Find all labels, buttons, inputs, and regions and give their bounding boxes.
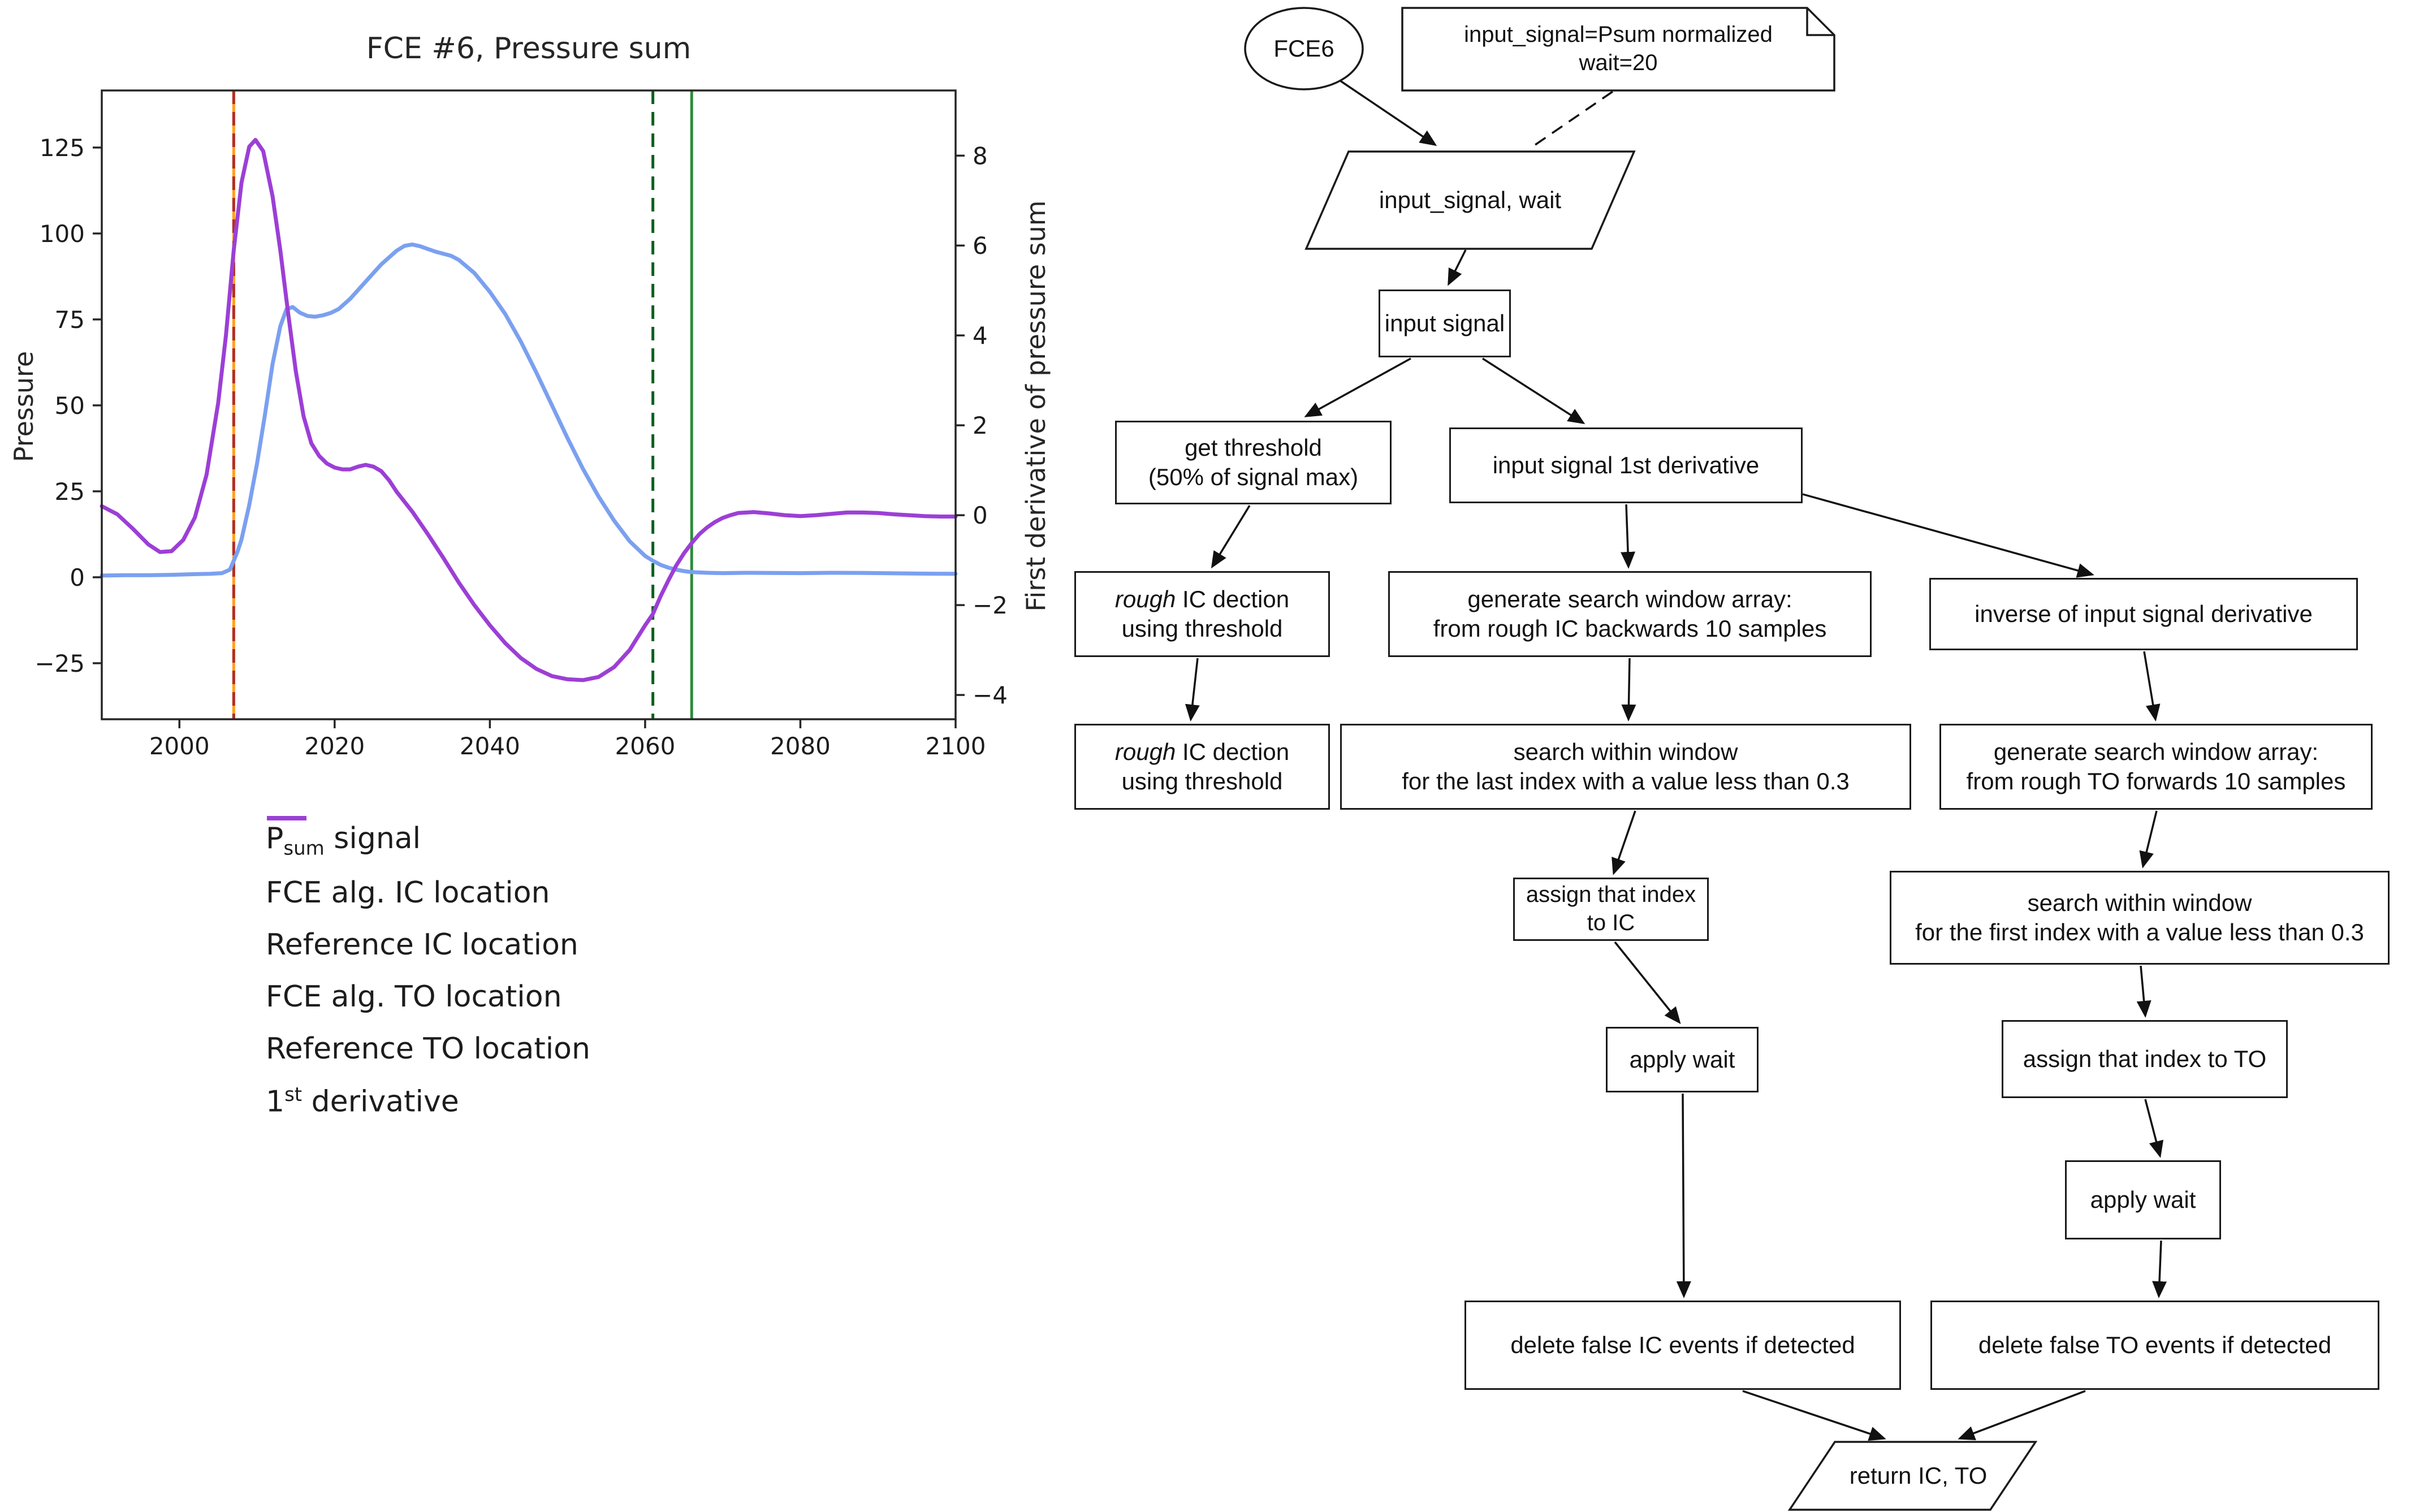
params-note-shape [1401,7,1835,92]
edge-start-to-io [1337,78,1437,146]
x-tick-label: 2080 [770,732,831,760]
flow-node-io-input: input_signal, wait [1379,186,1562,213]
return-parallelogram [1787,1441,2038,1511]
x-tick-label: 2000 [149,732,210,760]
y-left-tick-label: 75 [55,306,85,334]
series-line-psum-signal [100,242,958,578]
flow-node-gen-window-ic: generate search window array: from rough… [1388,571,1872,657]
x-tick-label: 2100 [926,732,986,760]
x-tick-label: 2060 [615,732,675,760]
edge-derivative-to-inverse [1802,493,2094,578]
flow-node-rough-ic-2: rough IC dection using threshold [1074,724,1330,810]
y-right-tick-label: 0 [973,502,988,529]
flow-node-apply-wait-to: apply wait [2065,1160,2221,1239]
rough-italic-word: rough [1114,585,1176,612]
edge-roughic1-to-roughic2 [1185,658,1200,722]
y-right-tick-label: −2 [973,591,1008,619]
edge-note-to-io-dashed [1529,90,1613,150]
edge-deleteto-to-return [1958,1390,2086,1440]
legend-item-ref-to: Reference TO location [266,816,590,1075]
flow-shapes [1244,7,2038,1511]
legend-label-fce-ic: FCE alg. IC location [266,876,550,910]
legend-psum-sub: sum [283,837,325,860]
series-line-1st-derivative [100,137,958,682]
flow-node-delete-to: delete false TO events if detected [1930,1301,2379,1390]
flow-node-first-derivative: input signal 1st derivative [1449,427,1803,503]
legend-label-fce-to: FCE alg. TO location [266,980,562,1014]
y-right-tick-label: 2 [973,412,988,439]
y-left-tick-label: 100 [40,220,85,248]
y-left-tick-label: −25 [34,650,85,677]
legend-label-ref-to: Reference TO location [266,1032,590,1066]
rough-italic-word-2: rough [1114,738,1176,765]
flow-node-get-threshold: get threshold (50% of signal max) [1115,421,1392,504]
legend-psum-p: P [266,822,284,856]
legend: Psum signal FCE alg. IC location Referen… [266,815,590,1127]
y-left-tick-label: 25 [55,478,85,506]
note-fold-icon [1806,8,1834,36]
edge-inverse-to-genwindowto [2143,651,2161,722]
y-right-tick-label: −4 [973,681,1008,709]
legend-derivative-rest: derivative [302,1085,459,1119]
legend-item-ref-ic: Reference IC location [266,816,590,971]
edge-searchfirst-to-assignto [2136,965,2151,1018]
edge-derivative-to-genwindowic [1621,504,1636,569]
legend-derivative-st: st [284,1083,303,1106]
flow-node-start: FCE6 [1273,34,1334,62]
flow-node-search-first: search within window for the first index… [1890,871,2390,965]
y-left-tick-label: 125 [40,134,85,162]
legend-psum-rest: signal [324,822,421,856]
start-ellipse [1244,7,1364,90]
flow-node-apply-wait-ic: apply wait [1606,1027,1759,1092]
flow-node-rough-ic-1: rough IC dection using threshold [1074,571,1330,657]
flow-edges [1185,78,2167,1441]
legend-derivative-1: 1 [266,1085,285,1119]
edge-threshold-to-roughic1 [1211,505,1251,569]
edge-inputsignal-to-threshold [1304,357,1411,417]
edge-applywait-to-deleteic [1676,1093,1691,1298]
flow-node-assign-ic: assign that index to IC [1513,878,1709,941]
input-parallelogram [1304,150,1636,250]
x-tick-label: 2020 [304,732,365,760]
edge-deleteic-to-return [1742,1390,1886,1441]
edge-inputsignal-to-derivative [1482,357,1585,425]
flow-node-assign-to: assign that index to TO [2002,1020,2288,1098]
flow-node-return: return IC, TO [1849,1462,1988,1489]
edge-searchlast-to-assignic [1612,810,1636,875]
y-right-tick-label: 4 [973,322,988,349]
flow-node-inverse-derivative: inverse of input signal derivative [1929,578,2358,650]
rough-ic-1-rest: IC dection using threshold [1121,585,1290,642]
edge-genwindowic-to-searchlast [1621,658,1636,722]
legend-label-psum: Psum signal [266,822,421,859]
derivative-line-swatch-icon [267,816,306,820]
pressure-sum-chart: 2000 2020 2040 2060 2080 2100 125 100 75 50 25 0 −25… [34,89,1008,760]
edge-applywait2-to-deleteto [2152,1240,2167,1298]
x-tick-label: 2040 [460,732,520,760]
flow-node-input-signal: input signal [1379,290,1511,357]
legend-item-fce-ic: FCE alg. IC location [266,816,590,919]
flow-node-gen-window-to: generate search window array: from rough… [1939,724,2373,810]
edge-io-to-inputsignal [1448,249,1467,286]
chart-title: FCE #6, Pressure sum [366,32,692,66]
y-right-tick-label: 6 [973,232,988,260]
y-left-tick-label: 0 [70,564,85,591]
flow-node-search-last: search within window for the last index … [1340,724,1911,810]
legend-item-psum-signal: Psum signal [266,815,590,867]
edge-assignic-to-applywait [1614,941,1681,1025]
legend-label-derivative: 1st derivative [266,1083,459,1118]
rough-ic-2-rest: IC dection using threshold [1121,738,1290,794]
edge-genwindowto-to-searchfirst [2139,810,2158,869]
flow-node-params-note: input_signal=Psum normalized wait=20 [1464,22,1773,75]
legend-item-1st-derivative: 1st derivative [266,816,590,1127]
legend-label-ref-ic: Reference IC location [266,928,578,962]
flow-node-delete-ic: delete false IC events if detected [1464,1301,1901,1390]
y-left-tick-label: 50 [55,392,85,420]
edge-assignto-to-applywait2 [2144,1099,2164,1158]
y-right-tick-label: 8 [973,142,988,170]
